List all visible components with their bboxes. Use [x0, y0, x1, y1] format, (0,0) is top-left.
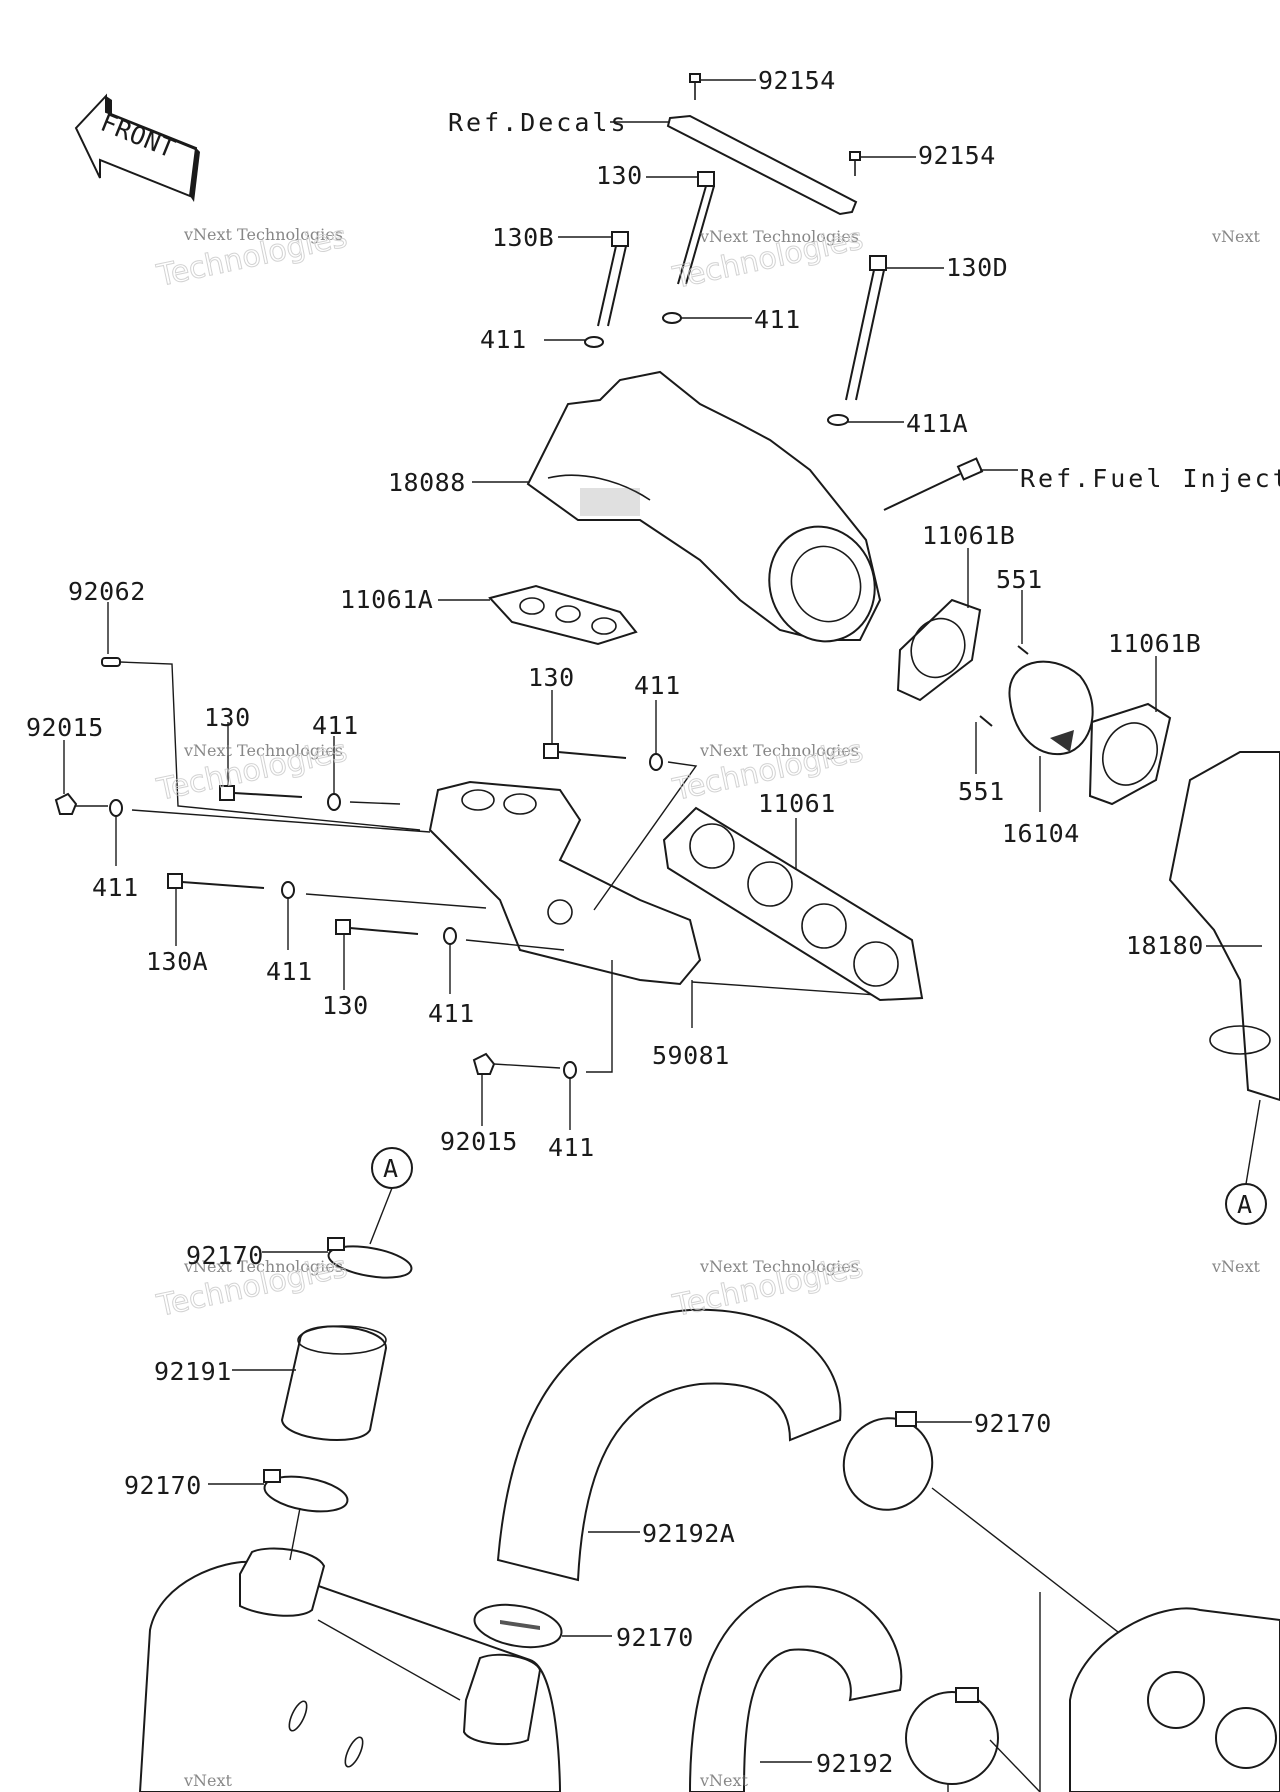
gaskets-right — [896, 548, 1280, 1185]
part-label-92015: 92015 — [440, 1127, 518, 1156]
part-label-130d: 130D — [946, 253, 1008, 282]
part-label-18180: 18180 — [1126, 931, 1204, 960]
part-label-92062: 92062 — [68, 577, 146, 606]
watermark-text: vNext — [699, 1771, 749, 1790]
hoses-and-clamps: A A — [138, 1147, 1280, 1792]
watermark-text: vNext Technologies — [699, 227, 859, 246]
watermark-text: vNext Technologies — [183, 225, 343, 244]
part-label-411: 411 — [312, 711, 359, 740]
part-label-411a: 411A — [906, 409, 968, 438]
part-label-130: 130 — [596, 161, 643, 190]
decal-bracket — [610, 73, 916, 216]
part-label-92191: 92191 — [154, 1357, 232, 1386]
part-label-92192: 92192 — [816, 1749, 894, 1778]
part-label-11061b: 11061B — [922, 521, 1015, 550]
part-label-411: 411 — [480, 325, 527, 354]
part-label-92154: 92154 — [918, 141, 996, 170]
watermark-text: vNext Technologies — [699, 1257, 859, 1276]
part-label-130: 130 — [204, 703, 251, 732]
part-label-92170: 92170 — [974, 1409, 1052, 1438]
callout-a-right: A — [1237, 1190, 1253, 1219]
part-label-92170: 92170 — [616, 1623, 694, 1652]
watermark-text: vNext Technologies — [699, 741, 859, 760]
part-label-11061b: 11061B — [1108, 629, 1201, 658]
part-label-411: 411 — [92, 873, 139, 902]
watermark-text: vNext — [1211, 227, 1261, 246]
watermark-text: vNext Technologies — [183, 1257, 343, 1276]
part-label-59081: 59081 — [652, 1041, 730, 1070]
watermarks: vNext Technologies Technologies vNext Te… — [153, 219, 1261, 1790]
part-label-411: 411 — [266, 957, 313, 986]
part-label-92154: 92154 — [758, 66, 836, 95]
watermark-text: vNext — [1211, 1257, 1261, 1276]
long-bolts — [544, 171, 944, 426]
part-label-92015: 92015 — [26, 713, 104, 742]
part-label-11061a: 11061A — [340, 585, 433, 614]
watermark-text: vNext Technologies — [183, 741, 343, 760]
exhaust-pipe-18088 — [472, 370, 1018, 643]
part-label-130: 130 — [528, 663, 575, 692]
left-hardware — [54, 602, 698, 1130]
gasket-11061a — [438, 584, 638, 646]
part-label-92192a: 92192A — [642, 1519, 735, 1548]
ref-fuel-injection-label: Ref.Fuel Injectio — [1020, 464, 1280, 493]
part-label-130b: 130B — [492, 223, 554, 252]
exhaust-manifold — [428, 780, 924, 1028]
ref-decals-label: Ref.Decals — [448, 108, 629, 137]
part-label-411: 411 — [754, 305, 801, 334]
part-label-18088: 18088 — [388, 468, 466, 497]
part-label-92170: 92170 — [186, 1241, 264, 1270]
part-label-130a: 130A — [146, 947, 208, 976]
watermark-text: vNext — [183, 1771, 233, 1790]
part-label-411: 411 — [428, 999, 475, 1028]
part-label-11061: 11061 — [758, 789, 836, 818]
part-label-130: 130 — [322, 991, 369, 1020]
part-label-411: 411 — [634, 671, 681, 700]
part-label-551: 551 — [958, 777, 1005, 806]
part-label-92170: 92170 — [124, 1471, 202, 1500]
callout-a-left: A — [383, 1154, 399, 1183]
part-label-16104: 16104 — [1002, 819, 1080, 848]
front-arrow-icon: FRONT — [74, 93, 200, 202]
part-label-411: 411 — [548, 1133, 595, 1162]
part-labels: 92154 92154 130 130B 130D 411 411 411A 1… — [26, 66, 1204, 1778]
part-label-551: 551 — [996, 565, 1043, 594]
